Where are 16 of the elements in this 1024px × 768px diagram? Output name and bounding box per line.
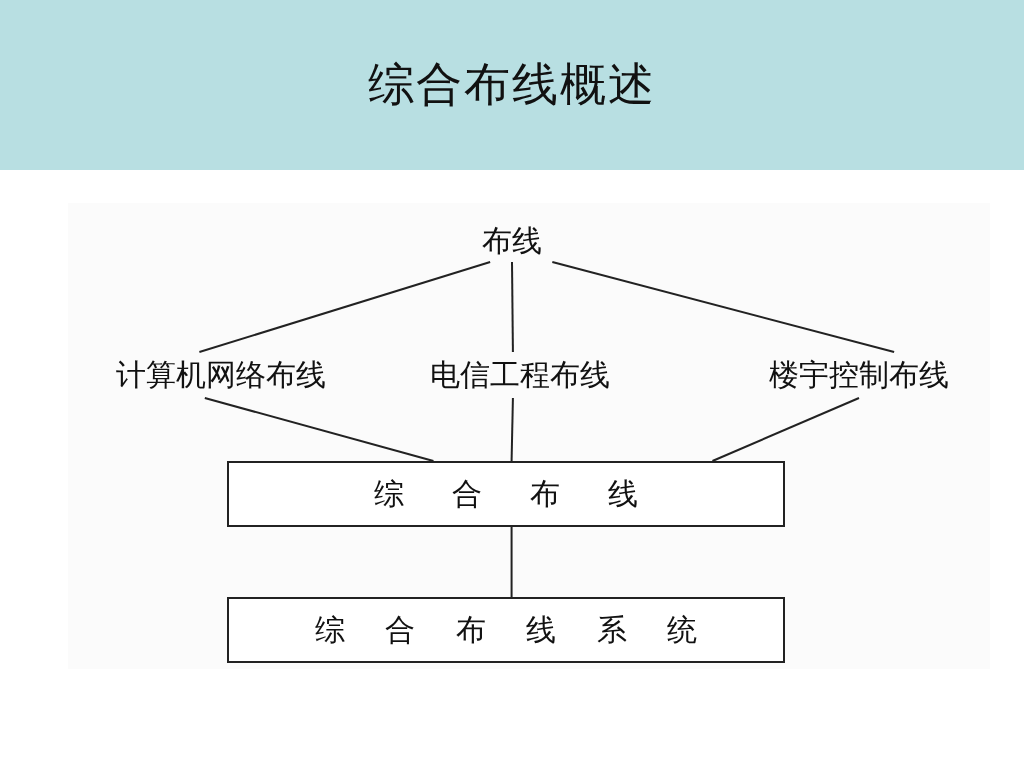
process-box xyxy=(227,461,785,527)
process-box xyxy=(227,597,785,663)
category-label: 电信工程布线 xyxy=(402,352,638,398)
category-label: 楼宇控制布线 xyxy=(742,352,976,398)
connector-line xyxy=(203,397,435,462)
category-label: 布线 xyxy=(470,220,554,262)
connector-line xyxy=(510,397,514,462)
slide-title: 综合布线概述 xyxy=(368,56,656,113)
connector-line xyxy=(510,526,513,598)
category-label: 计算机网络布线 xyxy=(86,352,356,398)
connector-line xyxy=(711,397,860,462)
box-label: 综合布线系统 xyxy=(313,610,738,649)
connector-line xyxy=(511,261,514,353)
box-label: 综合布线 xyxy=(373,474,686,513)
connector-line xyxy=(551,261,896,353)
connector-line xyxy=(198,261,492,353)
